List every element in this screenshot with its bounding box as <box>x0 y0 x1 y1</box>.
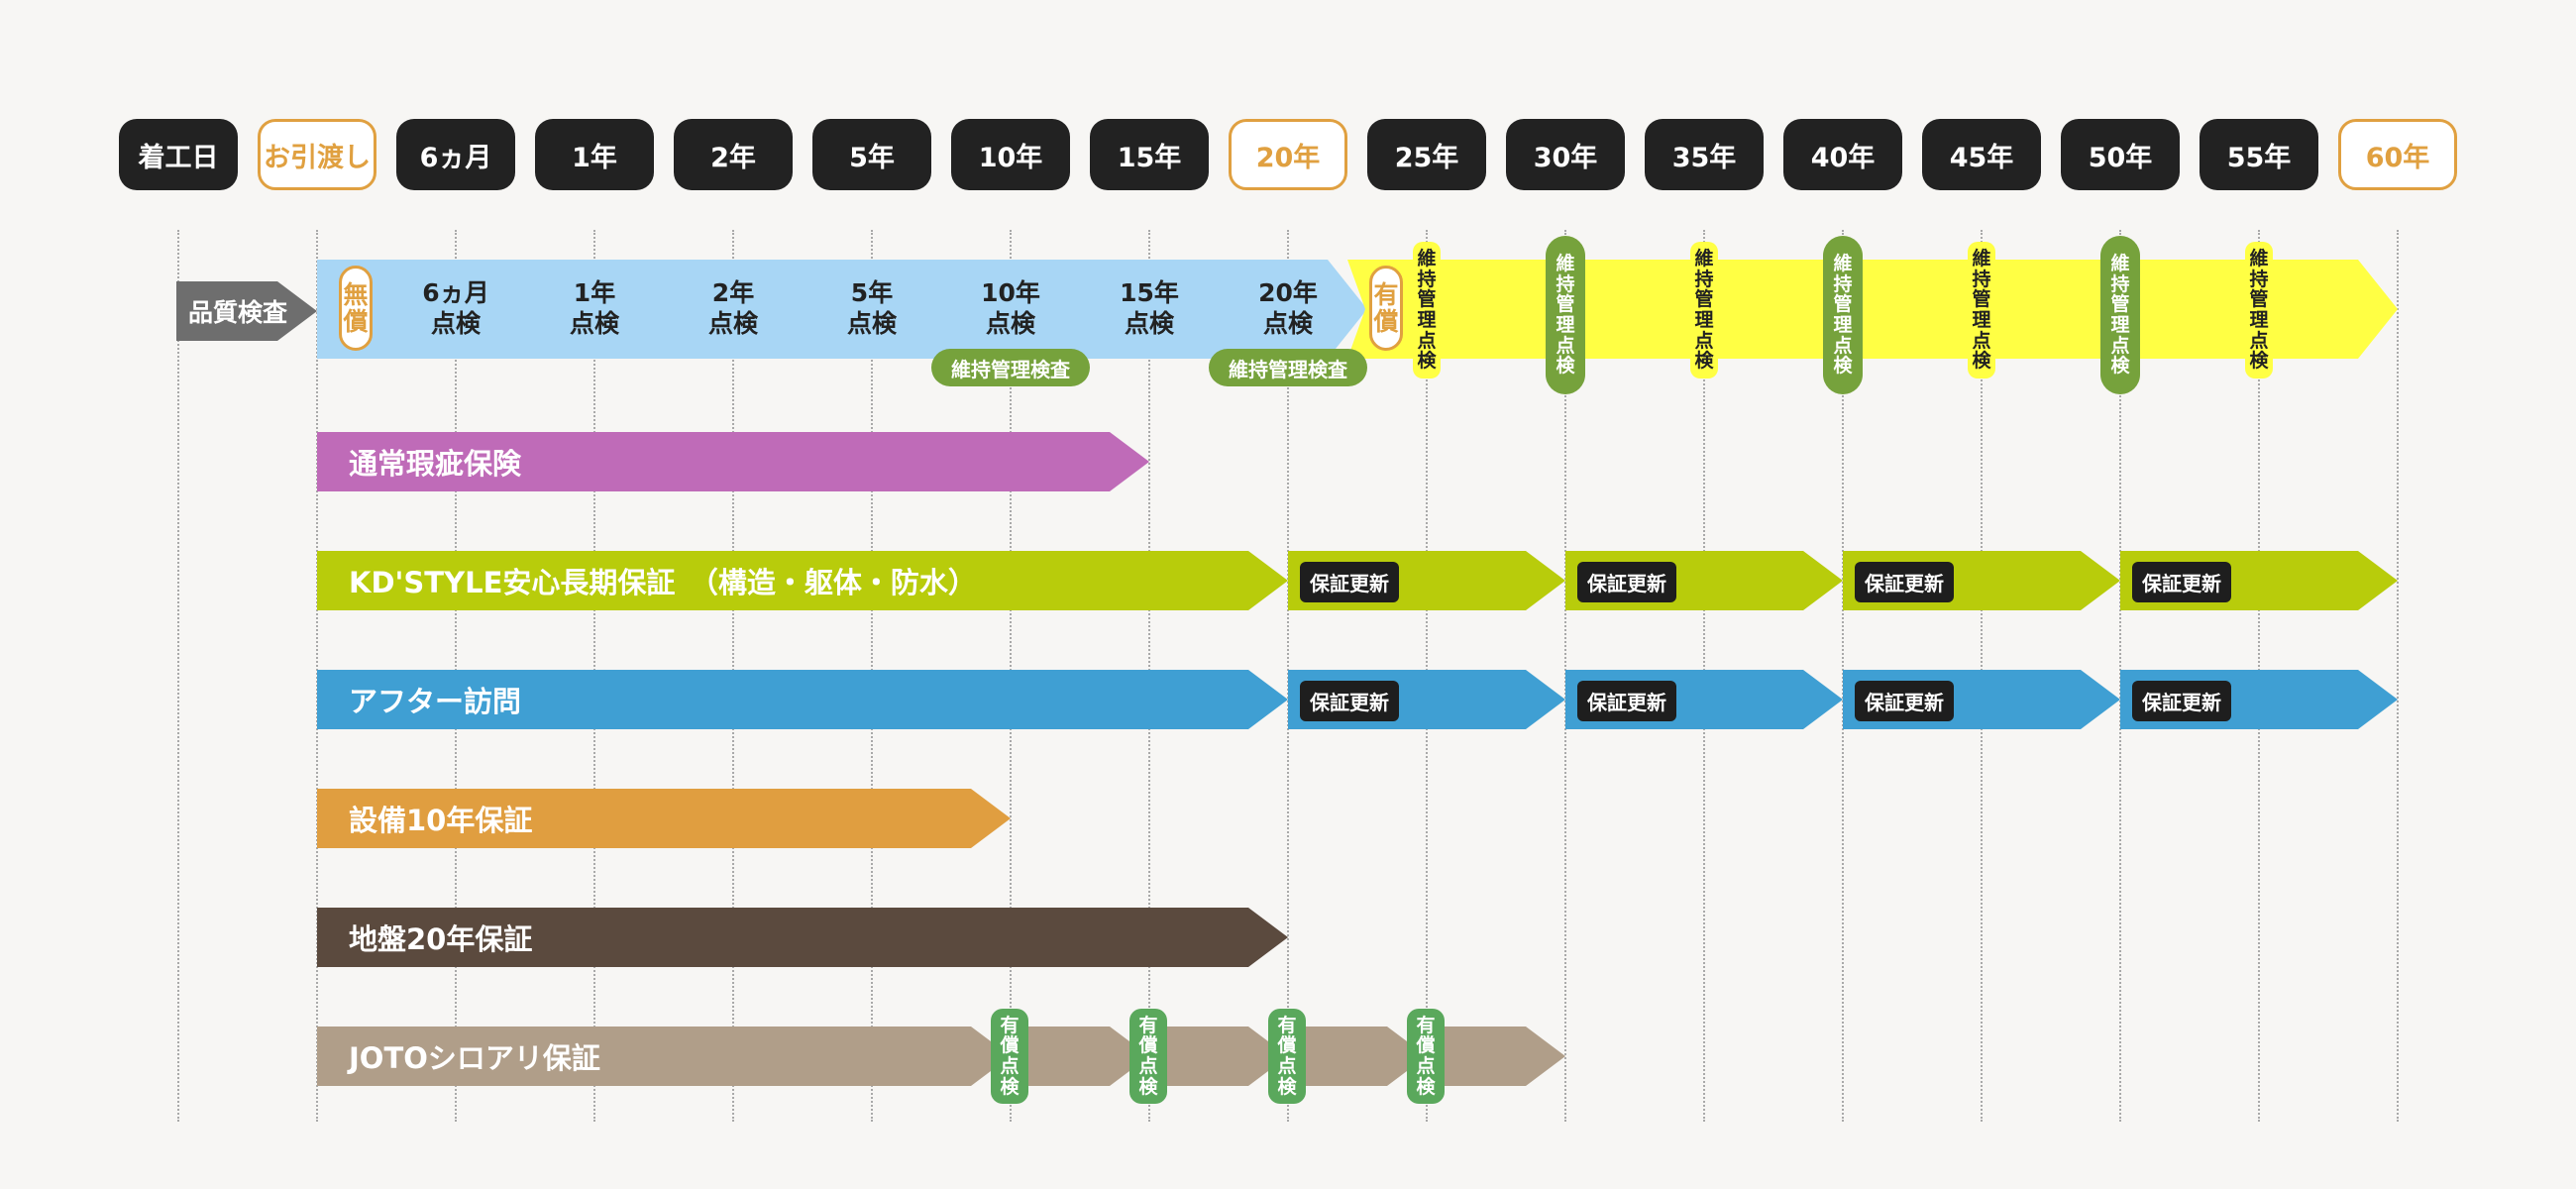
warranty-segment-arrow-shape <box>1149 1027 1288 1086</box>
warranty-arrow-shape <box>317 1027 1011 1086</box>
warranty-renewal-tag: 保証更新 <box>1300 562 1399 602</box>
paid-inspection-tag: 有償点検 <box>1129 1009 1167 1104</box>
warranty-label-text: 地盤20年保証 <box>349 922 533 956</box>
warranty-renewal-tag: 保証更新 <box>1577 562 1676 602</box>
gridline <box>177 230 179 1122</box>
warranty-segment-arrow <box>1427 1027 1565 1086</box>
timeline-pill: 45年 <box>1922 119 2041 190</box>
warranty-label-text: 設備10年保証 <box>349 804 533 837</box>
free-badge: 無償 <box>339 266 373 351</box>
warranty-arrow <box>317 670 1288 729</box>
warranty-segment-arrow <box>1288 1027 1427 1086</box>
gridline <box>2397 230 2399 1122</box>
free-inspection-arrow-shape <box>317 260 1367 359</box>
maintenance-check-tag: 維持管理点検 <box>1690 242 1718 378</box>
inspection-label: 2年点検 <box>707 278 758 339</box>
timeline-pill: 6ヵ月 <box>396 119 515 190</box>
timeline-pill: 40年 <box>1783 119 1902 190</box>
timeline-pill: 着工日 <box>119 119 238 190</box>
warranty-label-text: KD'STYLE安心長期保証 （構造・躯体・防水） <box>349 566 977 599</box>
warranty-segment-arrow <box>1011 1027 1149 1086</box>
maintenance-inspection-pill: 維持管理検査 <box>1209 349 1367 386</box>
warranty-label: アフター訪問 <box>317 670 521 729</box>
warranty-label: 設備10年保証 <box>317 789 532 848</box>
timeline-pill: 30年 <box>1506 119 1625 190</box>
timeline-pill: 2年 <box>674 119 793 190</box>
quality-check-arrow-shape <box>176 281 317 341</box>
maintenance-check-tag: 維持管理点検 <box>2245 242 2273 378</box>
warranty-arrow <box>317 789 1011 848</box>
warranty-renewal-tag: 保証更新 <box>1300 681 1399 721</box>
warranty-segment-arrow-shape <box>1288 1027 1427 1086</box>
warranty-renewal-tag: 保証更新 <box>1855 681 1954 721</box>
warranty-label-text: アフター訪問 <box>349 685 522 718</box>
warranty-arrow <box>317 908 1288 967</box>
maintenance-check-tag: 維持管理点検 <box>1413 242 1441 378</box>
inspection-label: 15年点検 <box>1120 278 1179 339</box>
free-inspection-arrow <box>317 260 1367 359</box>
warranty-arrow <box>317 1027 1011 1086</box>
timeline-pill: 60年 <box>2338 119 2457 190</box>
maintenance-check-tag: 維持管理点検 <box>1546 236 1585 394</box>
timeline-pill: 10年 <box>951 119 1070 190</box>
warranty-renewal-tag: 保証更新 <box>2132 681 2231 721</box>
warranty-arrow <box>317 551 1288 610</box>
maintenance-arrow-shape <box>1347 260 2398 359</box>
timeline-pill: 15年 <box>1090 119 1209 190</box>
timeline-pill: お引渡し <box>258 119 376 190</box>
warranty-label-text: 通常瑕疵保険 <box>349 447 522 481</box>
warranty-arrow-shape <box>317 670 1288 729</box>
timeline-pill: 5年 <box>812 119 931 190</box>
paid-inspection-tag: 有償点検 <box>1268 1009 1306 1104</box>
warranty-segment-arrow-shape <box>1427 1027 1565 1086</box>
warranty-arrow-shape <box>317 908 1288 967</box>
warranty-label: 通常瑕疵保険 <box>317 432 521 491</box>
inspection-label: 6ヵ月点検 <box>422 278 489 339</box>
warranty-arrow-shape <box>317 789 1011 848</box>
timeline-pill: 20年 <box>1229 119 1347 190</box>
warranty-label: JOTOシロアリ保証 <box>317 1027 600 1086</box>
warranty-arrow-shape <box>317 551 1288 610</box>
warranty-label: KD'STYLE安心長期保証 （構造・躯体・防水） <box>317 551 977 610</box>
timeline-pill: 25年 <box>1367 119 1486 190</box>
maintenance-inspection-pill: 維持管理検査 <box>931 349 1090 386</box>
maintenance-check-tag: 維持管理点検 <box>1968 242 1995 378</box>
warranty-segment-arrow-shape <box>1011 1027 1149 1086</box>
timeline-pill: 35年 <box>1645 119 1764 190</box>
warranty-label: 地盤20年保証 <box>317 908 532 967</box>
warranty-arrow-shape <box>317 432 1149 491</box>
warranty-arrow <box>317 432 1149 491</box>
timeline-pill: 55年 <box>2200 119 2318 190</box>
inspection-label: 20年点検 <box>1258 278 1318 339</box>
warranty-renewal-tag: 保証更新 <box>1577 681 1676 721</box>
maintenance-check-tag: 維持管理点検 <box>1823 236 1863 394</box>
timeline-pill: 50年 <box>2061 119 2180 190</box>
timeline-pill: 1年 <box>535 119 654 190</box>
maintenance-check-tag: 維持管理点検 <box>2100 236 2140 394</box>
quality-check-arrow <box>176 281 317 341</box>
inspection-label: 1年点検 <box>569 278 619 339</box>
quality-check-label: 品質検査 <box>188 298 288 327</box>
warranty-segment-arrow <box>1149 1027 1288 1086</box>
paid-inspection-tag: 有償点検 <box>1407 1009 1445 1104</box>
maintenance-arrow <box>1347 260 2398 359</box>
warranty-renewal-tag: 保証更新 <box>1855 562 1954 602</box>
paid-inspection-tag: 有償点検 <box>991 1009 1028 1104</box>
warranty-label-text: JOTOシロアリ保証 <box>349 1041 600 1075</box>
warranty-renewal-tag: 保証更新 <box>2132 562 2231 602</box>
paid-badge: 有償 <box>1369 266 1403 351</box>
inspection-label: 10年点検 <box>981 278 1040 339</box>
inspection-label: 5年点検 <box>846 278 897 339</box>
